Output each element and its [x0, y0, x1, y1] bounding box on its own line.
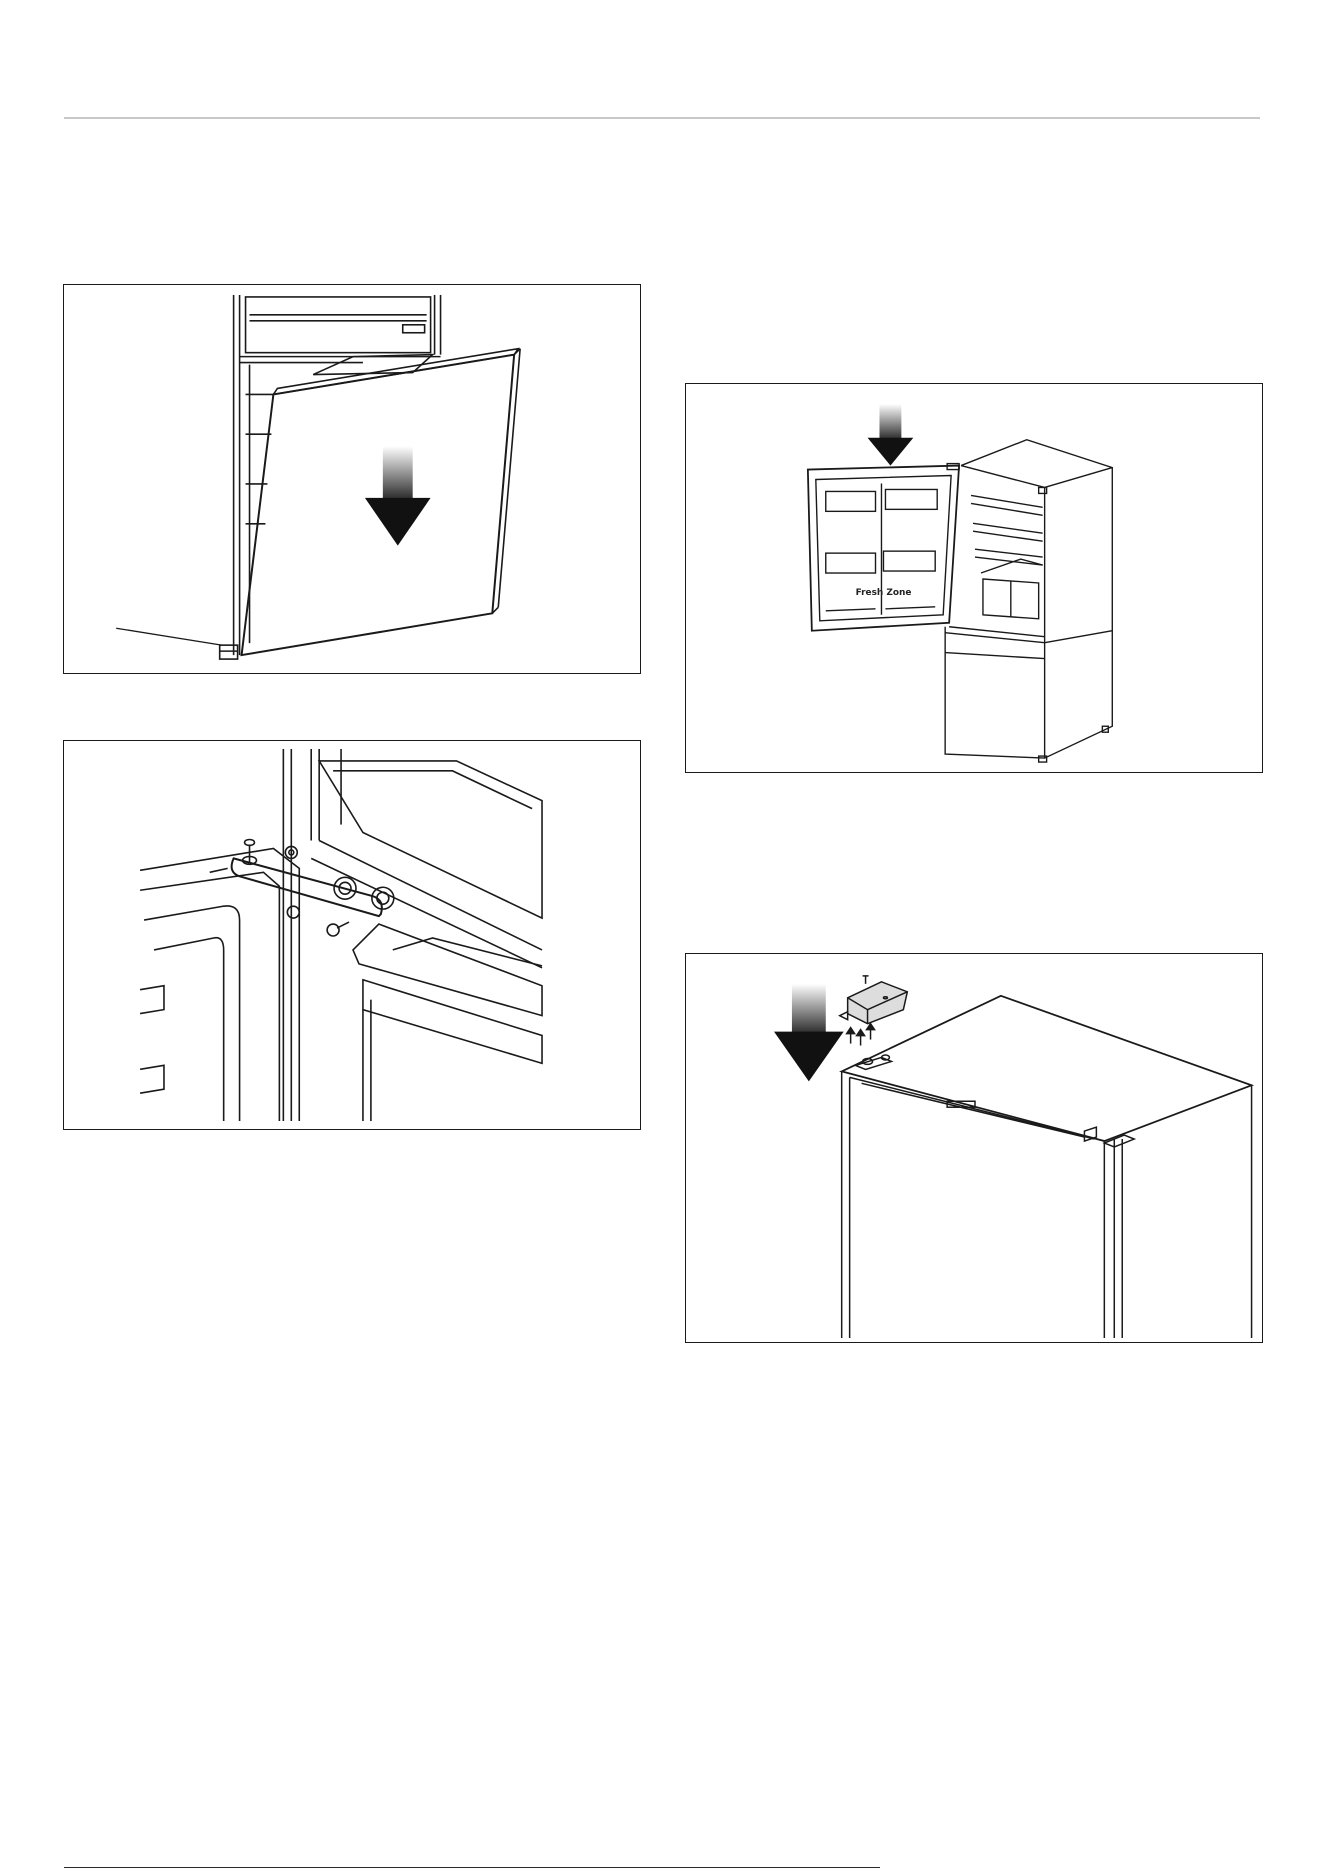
down-arrow-icon	[868, 404, 914, 466]
figure-open-fridge: Fresh Zone	[685, 383, 1263, 773]
fresh-zone-label: Fresh Zone	[856, 588, 912, 598]
figure-top-hinge-cover	[685, 953, 1263, 1343]
header-rule	[64, 117, 1260, 119]
top-hinge-cover-illustration	[686, 954, 1262, 1342]
open-fridge-illustration: Fresh Zone	[686, 384, 1262, 772]
down-arrow-icon	[774, 984, 844, 1081]
lower-door-illustration	[64, 285, 640, 673]
figure-lower-door-tilt	[63, 284, 641, 674]
down-arrow-icon	[365, 446, 431, 545]
middle-hinge-illustration	[64, 741, 640, 1129]
figure-middle-hinge	[63, 740, 641, 1130]
footer-rule	[64, 1867, 880, 1868]
